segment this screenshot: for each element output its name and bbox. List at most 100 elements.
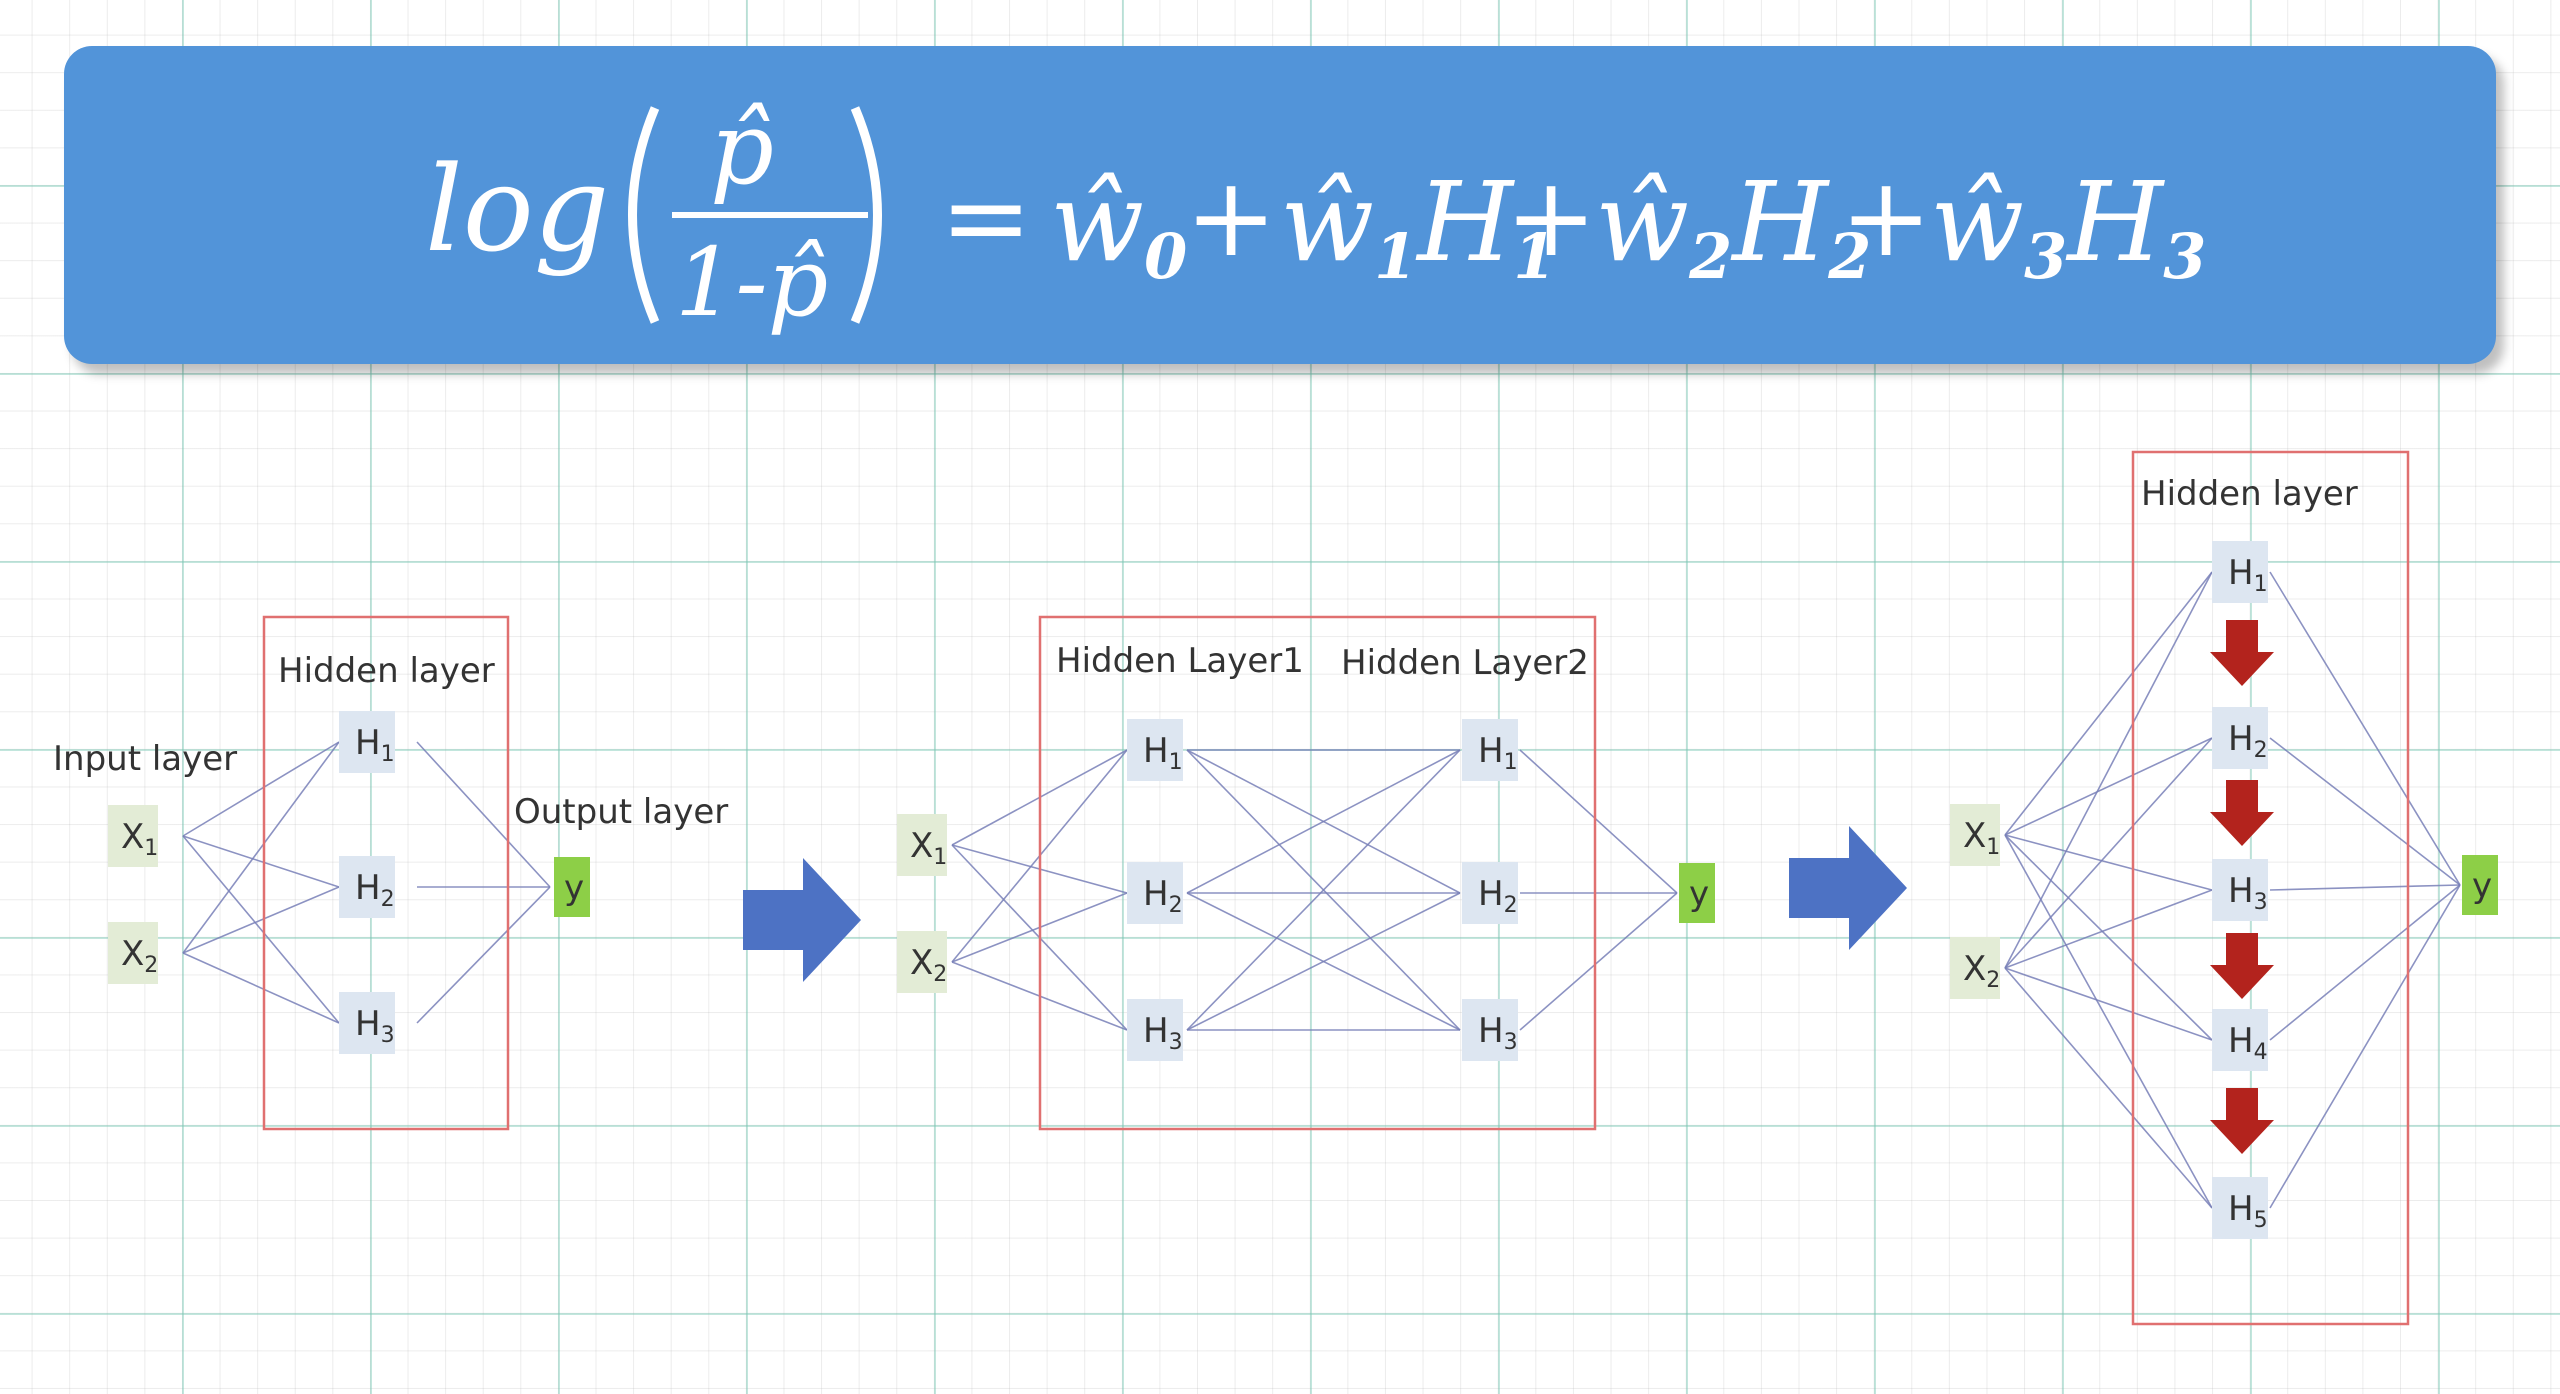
diagram1-hidden-node-3-subscript: 3 [381, 1023, 395, 1048]
diagram2-input-node-1-subscript: 1 [933, 845, 947, 870]
diagram1-hidden-node-1-subscript: 1 [381, 742, 395, 767]
connection-line [1519, 892, 1678, 1031]
diagram1-hidden-node-1-box [339, 711, 395, 773]
connection-line [2004, 571, 2213, 836]
diagram3-output-node-box [2462, 855, 2498, 915]
connection-line [1186, 892, 1461, 1031]
diagram3-input-node-1-box [1950, 804, 2000, 866]
diagram3-hidden-node-2-box [2212, 707, 2268, 769]
diagram3-hidden-node-1-subscript: 1 [2254, 572, 2268, 597]
connection-line [182, 835, 340, 888]
diagram2-hidden1-node-3-subscript: 3 [1169, 1030, 1183, 1055]
formula-term-w1-h1: ŵ1H1 [1280, 158, 1556, 293]
formula-numerator: p̂ [710, 90, 774, 207]
diagram2-hidden2-node-3: H3 [1462, 999, 1518, 1061]
diagram1-output-label: Output layer [514, 792, 728, 832]
diagram1-input-label: Input layer [53, 739, 237, 779]
connection-line [182, 886, 340, 954]
diagram1-input-node-1-box [108, 805, 158, 867]
down-arrow-icon-2 [2210, 780, 2274, 846]
formula-plus-2: + [1505, 153, 1597, 281]
formula-term-w0: ŵ0 [1050, 158, 1187, 293]
diagram2-output-node: y [1679, 863, 1715, 923]
connection-line [1186, 749, 1461, 894]
diagram1-hidden-node-2-label: H2 [355, 868, 395, 912]
diagram2-hidden2-node-1: H1 [1462, 719, 1518, 781]
connection-lines [182, 571, 2461, 1209]
connection-line [2004, 889, 2213, 969]
diagram1-output-node: y [554, 857, 590, 917]
diagram3-hidden-node-5: H5 [2212, 1177, 2268, 1239]
formula-left-paren [628, 106, 660, 324]
diagram1-hidden-frame [262, 615, 510, 1131]
formula-right-paren [850, 106, 882, 324]
diagram2-hidden1-node-1-subscript: 1 [1169, 750, 1183, 775]
connection-line [2004, 967, 2213, 1041]
diagram2-input-node-2-subscript: 2 [933, 962, 947, 987]
diagram3-hidden-node-1-box [2212, 541, 2268, 603]
diagram2-hidden2-node-1-subscript: 1 [1504, 750, 1518, 775]
formula-log: log [425, 140, 609, 278]
connection-line [2004, 834, 2213, 1209]
diagram2-hidden2-node-2-subscript: 2 [1504, 893, 1518, 918]
diagram2-hidden1-label: Hidden Layer1 [1056, 641, 1304, 681]
diagram2-hidden1-node-2-box [1127, 862, 1183, 924]
diagram3-hidden-node-5-box [2212, 1177, 2268, 1239]
logistic-formula: log p̂ 1-p̂ = ŵ0 + ŵ1H1 + ŵ2H2 + ŵ3H3 [425, 90, 2206, 338]
connection-line [2269, 884, 2461, 1209]
diagram3-input-node-1: X1 [1950, 804, 2000, 866]
diagram1-hidden-node-2: H2 [339, 856, 395, 918]
diagram3-hidden-node-3: H3 [2212, 859, 2268, 921]
diagram3-hidden-label: Hidden layer [2141, 474, 2358, 514]
formula-term-w2-h2: ŵ2H2 [1595, 158, 1871, 293]
diagram3-hidden-node-1-label: H1 [2228, 553, 2268, 597]
connection-line [1519, 749, 1678, 894]
diagram3-hidden-node-4: H4 [2212, 1009, 2268, 1071]
connection-line [2269, 571, 2461, 886]
diagram2-hidden2-node-3-subscript: 3 [1504, 1030, 1518, 1055]
diagram3-input-node-2-subscript: 2 [1986, 968, 2000, 993]
connection-line [2269, 884, 2461, 1041]
connection-line [182, 835, 340, 1024]
diagram1-input-node-1-subscript: 1 [144, 836, 158, 861]
diagram3-input-node-2-box [1950, 937, 2000, 999]
diagram2-input-node-1: X1 [897, 814, 947, 876]
diagram1-input-node-2-box [108, 922, 158, 984]
diagram2-hidden-frame [1038, 615, 1597, 1131]
diagram1-hidden-node-3: H3 [339, 992, 395, 1054]
transition-arrow-1 [743, 858, 861, 982]
diagram2-hidden1-node-3-box [1127, 999, 1183, 1061]
diagram3-input-node-2: X2 [1950, 937, 2000, 999]
diagram1-hidden-node-3-box [339, 992, 395, 1054]
connection-line [2004, 737, 2213, 969]
diagram2-hidden1-node-2: H2 [1127, 862, 1183, 924]
diagram1-hidden-node-2-subscript: 2 [381, 887, 395, 912]
diagram2-hidden1-node-3: H3 [1127, 999, 1183, 1061]
diagram2-hidden1-node-1-label: H1 [1143, 731, 1183, 775]
connection-line [2269, 884, 2461, 891]
diagram1-input-node-2-label: X2 [121, 934, 158, 978]
formula-plus-3: + [1840, 153, 1932, 281]
diagram1-input-node-2: X2 [108, 922, 158, 984]
diagram1-output-node-label: y [564, 868, 584, 908]
connection-line [416, 886, 551, 1024]
diagram2-hidden2-node-3-label: H3 [1478, 1011, 1518, 1055]
diagram2-hidden2-node-2-box [1462, 862, 1518, 924]
diagram3-output-node: y [2462, 855, 2498, 915]
diagram1-hidden-node-2-box [339, 856, 395, 918]
diagram2-hidden2-node-2: H2 [1462, 862, 1518, 924]
diagram1-hidden-node-1: H1 [339, 711, 395, 773]
diagram2-hidden1-node-1: H1 [1127, 719, 1183, 781]
connection-line [182, 741, 340, 837]
connection-line [2004, 967, 2213, 1209]
diagram3-hidden-node-1: H1 [2212, 541, 2268, 603]
down-arrow-icon-4 [2210, 1088, 2274, 1154]
connection-line [182, 741, 340, 954]
connection-line [2004, 737, 2213, 836]
diagram2-input-node-1-box [897, 814, 947, 876]
formula-plus-1: + [1185, 153, 1277, 281]
formula-term-w3-h3: ŵ3H3 [1930, 158, 2206, 293]
diagram1-hidden-label: Hidden layer [278, 651, 495, 691]
